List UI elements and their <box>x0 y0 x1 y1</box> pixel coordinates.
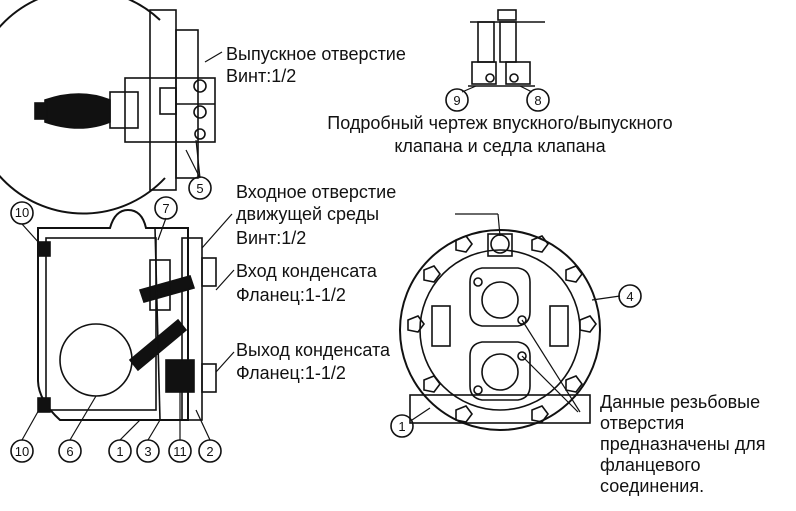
svg-text:1: 1 <box>116 444 123 459</box>
svg-text:9: 9 <box>453 93 460 108</box>
condensate-outlet-flange: Фланец:1-1/2 <box>236 363 346 383</box>
callout-8: 8 <box>526 88 550 112</box>
callout-10-top: 10 <box>10 201 34 225</box>
motive-inlet-thread: Винт:1/2 <box>236 228 307 248</box>
svg-text:8: 8 <box>534 93 541 108</box>
svg-text:4: 4 <box>626 289 633 304</box>
svg-text:7: 7 <box>162 201 169 216</box>
callout-10-bottom: 10 <box>10 439 34 463</box>
svg-text:10: 10 <box>15 444 29 459</box>
callout-2: 2 <box>198 439 222 463</box>
callout-9: 9 <box>445 88 469 112</box>
top-view <box>0 0 223 215</box>
svg-text:2: 2 <box>206 444 213 459</box>
callout-3: 3 <box>136 439 160 463</box>
svg-text:10: 10 <box>15 205 29 220</box>
svg-text:11: 11 <box>173 444 187 459</box>
outlet-title: Выпускное отверстие <box>226 44 406 64</box>
motive-inlet-line1: Входное отверстие <box>236 182 397 202</box>
condensate-inlet-flange: Фланец:1-1/2 <box>236 285 346 305</box>
svg-text:6: 6 <box>66 444 73 459</box>
detail-caption-line1: Подробный чертеж впускного/выпускного <box>327 113 673 133</box>
detail-caption-line2: клапана и седла клапана <box>394 136 606 156</box>
condensate-inlet: Вход конденсата <box>236 261 377 281</box>
leader-lines <box>21 213 235 441</box>
callout-11: 11 <box>168 439 192 463</box>
threaded-holes-note: Данные резьбовые отверстия предназначены… <box>600 392 766 496</box>
motive-inlet-line2: движущей среды <box>236 204 380 224</box>
condensate-outlet: Выход конденсата <box>236 340 391 360</box>
valve-detail <box>461 9 545 93</box>
svg-text:1: 1 <box>398 419 405 434</box>
side-section-view <box>37 208 217 421</box>
callout-7: 7 <box>154 196 178 220</box>
callout-1-side: 1 <box>108 439 132 463</box>
callout-6: 6 <box>58 439 82 463</box>
front-view <box>399 213 621 431</box>
svg-text:5: 5 <box>196 181 203 196</box>
callout-1-front: 1 <box>390 414 414 438</box>
callout-5: 5 <box>188 176 212 200</box>
callout-4: 4 <box>618 284 642 308</box>
svg-text:3: 3 <box>144 444 151 459</box>
outlet-thread: Винт:1/2 <box>226 66 297 86</box>
